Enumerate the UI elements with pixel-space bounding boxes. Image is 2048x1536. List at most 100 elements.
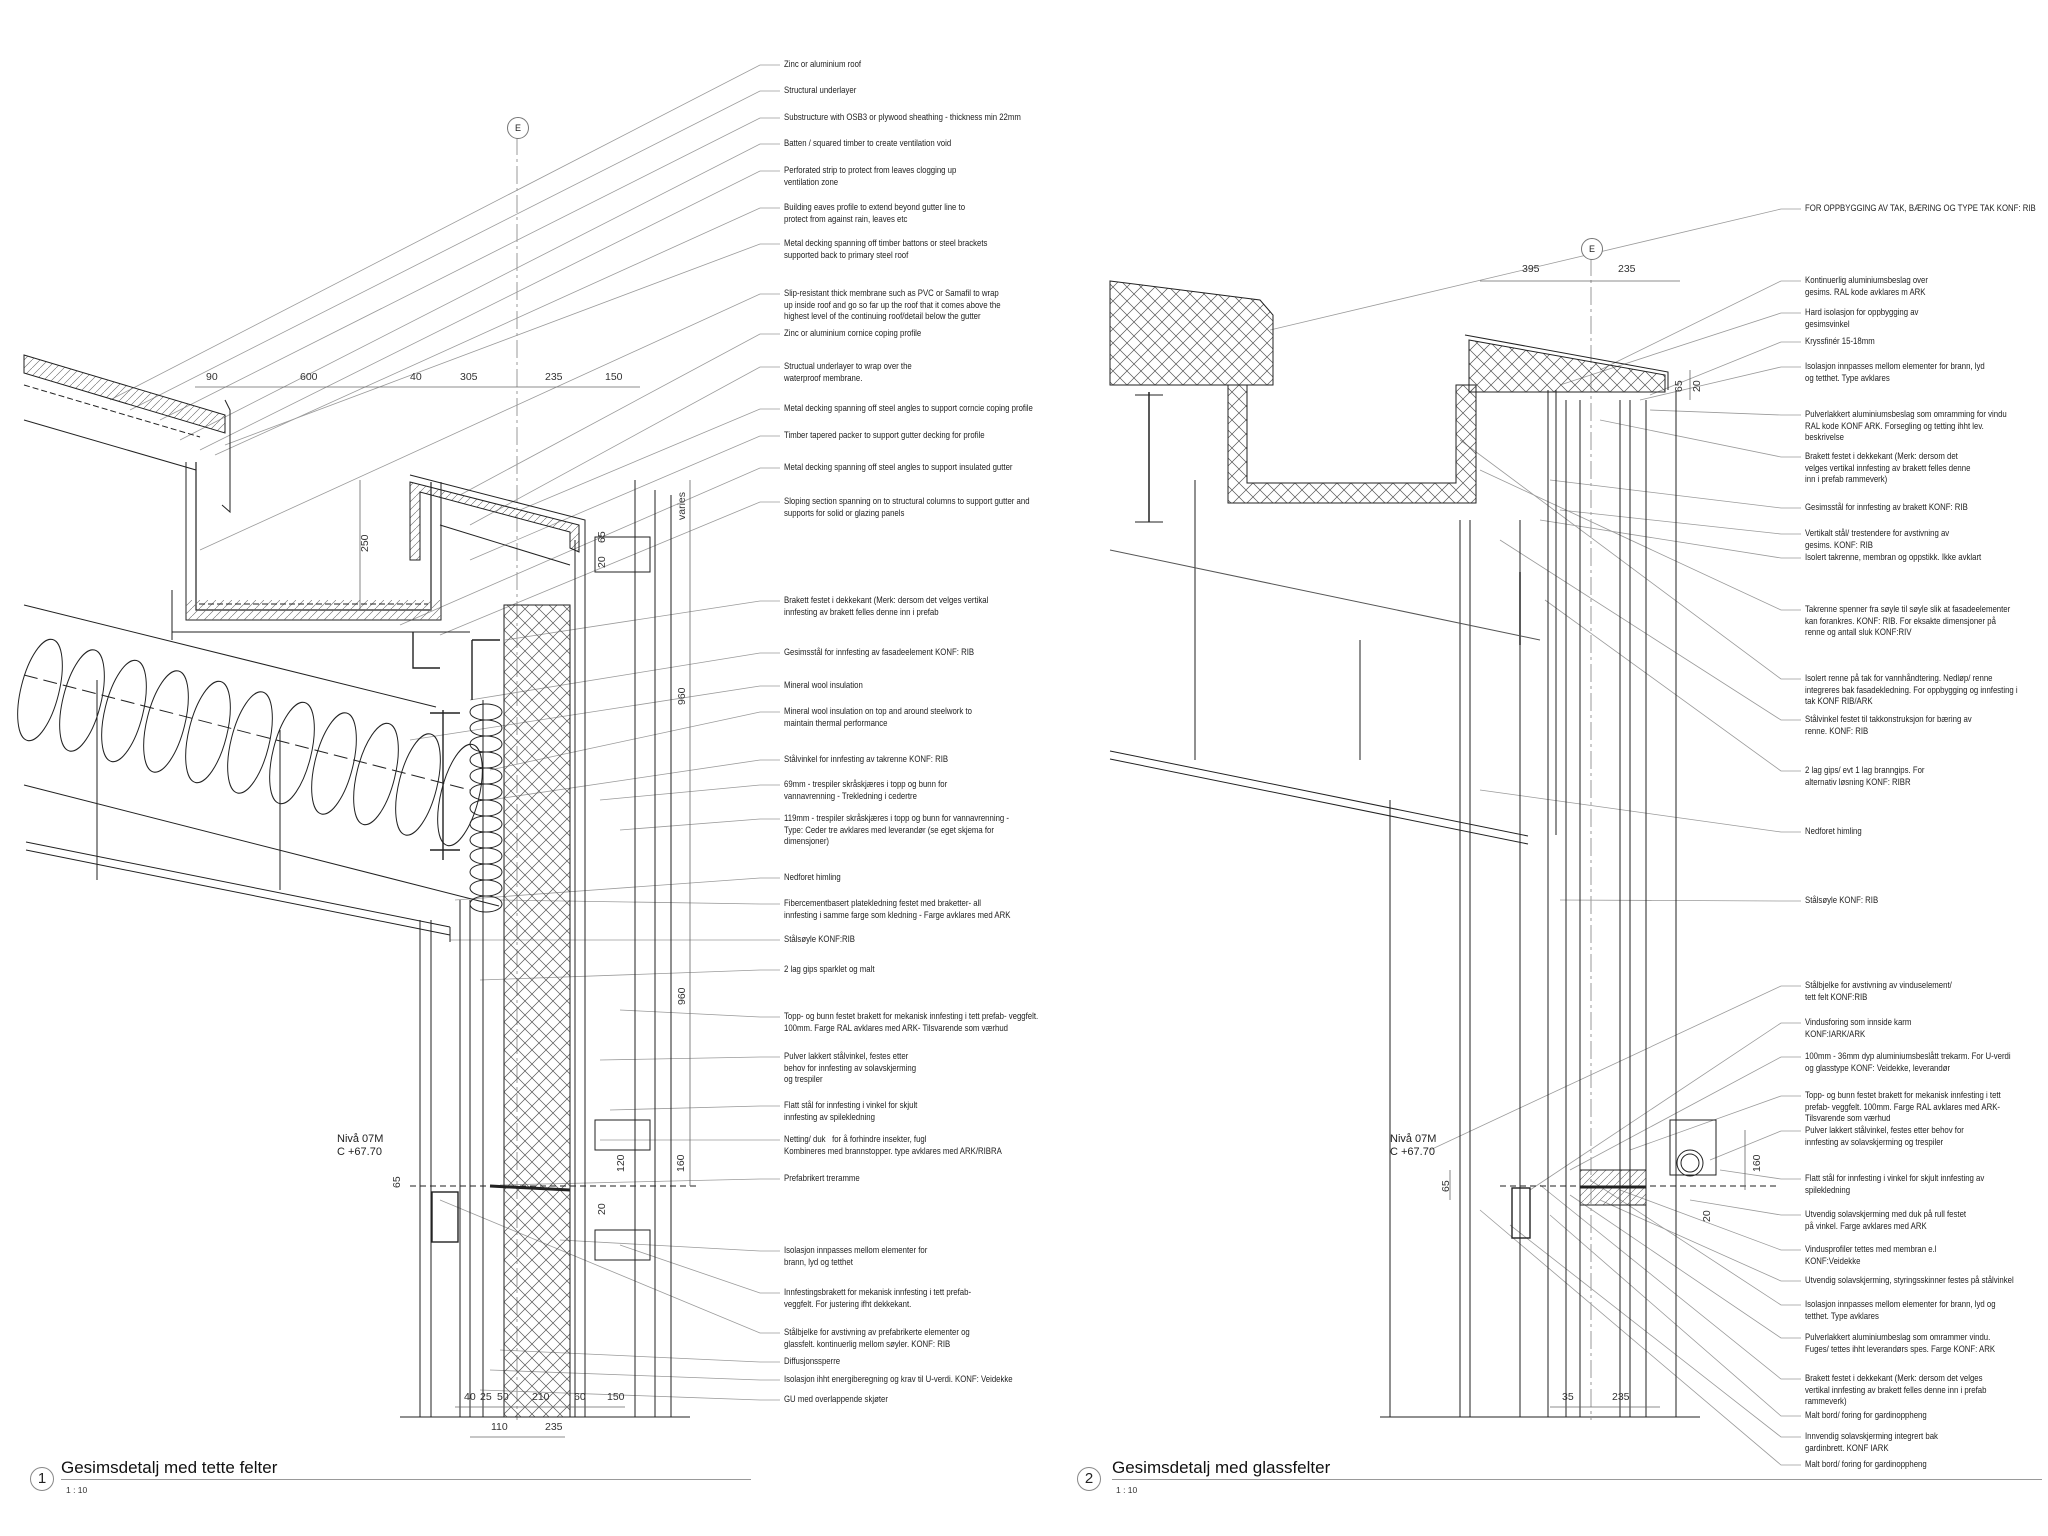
leader-line [1479, 789, 1801, 833]
annotation-label: Prefabrikert treramme [784, 1173, 860, 1184]
dim-top-3: 40 [410, 371, 422, 383]
leader-line [499, 899, 780, 905]
grid-bubble-e: E [507, 117, 529, 139]
dim-960-b: 960 [676, 987, 688, 1005]
dim-bottom-4: 210 [532, 1391, 550, 1403]
annotation-label: Isolert renne på tak for vannhåndtering.… [1805, 673, 2018, 707]
leader-line [489, 759, 780, 801]
leader-line [469, 435, 780, 561]
insulation-loop [469, 735, 503, 753]
dim-20: 20 [596, 556, 608, 568]
parapet-flashing [1464, 334, 1669, 390]
detail-1-drawing [17, 137, 700, 1438]
annotation-label: 2 lag gips/ evt 1 lag branngips. For alt… [1805, 765, 1925, 788]
wall-layers [96, 480, 700, 1418]
insulation-loop [395, 733, 441, 836]
leader-line [504, 600, 780, 641]
annotation-label: Utvendig solavskjerming, styringsskinner… [1805, 1275, 2014, 1286]
leader-line [1639, 366, 1801, 401]
dimension-lines-2 [1449, 280, 1746, 1408]
annotation-label: Brakett festet i dekkekant (Merk: dersom… [1805, 451, 1971, 485]
dim-250: 250 [359, 534, 371, 552]
leader-line [1619, 1189, 1801, 1251]
leader-line [479, 1389, 780, 1401]
annotation-label: Innvendig solavskjerming integrert bak g… [1805, 1431, 1938, 1454]
annotation-label: Structural underlayer [784, 85, 857, 96]
leader-line [1649, 409, 1801, 416]
leader-line [459, 333, 780, 496]
annotation-label: Stålsøyle KONF: RIB [1805, 895, 1879, 906]
dim2-65: 65 [1673, 380, 1685, 392]
leader-line [1599, 1199, 1801, 1282]
leader-line [1459, 439, 1801, 680]
dimension-texts-2: 395 235 65 20 65 160 20 35 235 [1440, 263, 1763, 1403]
annotation-label: Zinc or aluminium cornice coping profile [784, 328, 922, 339]
annotation-label: Building eaves profile to extend beyond … [784, 202, 966, 225]
gutter [171, 462, 470, 640]
leader-line [199, 293, 780, 551]
leader-line [159, 117, 780, 421]
dim-120: 120 [615, 1154, 627, 1172]
leader-line [1549, 479, 1801, 509]
leader-line [1649, 341, 1801, 396]
detail-2-drawing [1109, 258, 1780, 1420]
leader-line [1529, 1022, 1801, 1191]
annotation-label: Metal decking spanning off steel angles … [784, 462, 1013, 473]
annotation-label: Timber tapered packer to support gutter … [784, 430, 985, 441]
annotation-label: Kryssfinér 15-18mm [1805, 336, 1875, 347]
leader-line [1569, 1056, 1801, 1171]
insulation-loop [469, 767, 503, 785]
insulation-loop [353, 722, 399, 826]
leader-line [214, 207, 780, 456]
annotation-label: Vertikalt stål/ trestendere for avstivni… [1805, 528, 1950, 551]
leader-line [199, 170, 780, 451]
annotation-label: Isolasjon innpasses mellom elementer for… [1805, 1299, 1996, 1322]
leader-line [1549, 1214, 1801, 1417]
annotation-label: Gesimsstål for innfesting av brakett KON… [1805, 502, 1968, 513]
annotation-label: Substructure with OSB3 or plywood sheath… [784, 112, 1021, 123]
dim-bottom-5: 60 [574, 1391, 586, 1403]
leader-line [1509, 1224, 1801, 1438]
dim-160: 160 [675, 1154, 687, 1172]
annotation-label: Perforated strip to protect from leaves … [784, 165, 957, 188]
insulation-loop [59, 649, 105, 752]
annotation-label: Structual underlayer to wrap over the wa… [784, 361, 912, 384]
leader-line [224, 243, 780, 446]
detail-title-1: Gesimsdetalj med tette felter [61, 1458, 278, 1477]
leader-line [1539, 1184, 1801, 1380]
annotation-label: Stålbjelke for avstivning av prefabriker… [784, 1327, 970, 1350]
roof-block [1109, 280, 1274, 386]
dimension-texts-1: 90 600 40 305 235 150 250 20 65 varies 9… [206, 371, 688, 1433]
dim2-bottom-2: 235 [1612, 1391, 1630, 1403]
insulation-loop [469, 799, 503, 817]
annotation-label: Metal decking spanning off steel angles … [784, 403, 1033, 414]
annotation-label: Stålvinkel for innfesting av takrenne KO… [784, 754, 949, 765]
level-name: Nivå 07M [1390, 1133, 1437, 1145]
annotation-label: 2 lag gips sparklet og malt [784, 964, 875, 975]
level-marker-2: Nivå 07M C +67.70 [1390, 1133, 1436, 1159]
dim2-20-b: 20 [1701, 1210, 1713, 1222]
dim-top-1: 90 [206, 371, 218, 383]
annotation-label: 100mm - 36mm dyp aluminiumsbeslått treka… [1805, 1051, 2011, 1074]
leader-line [1629, 1095, 1801, 1151]
annotation-label: Sloping section spanning on to structura… [784, 496, 1030, 519]
roof-build-up [23, 354, 231, 514]
annotation-label: 119mm - trespiler skråskjæres i topp og … [784, 813, 1010, 847]
dim-top-6: 150 [605, 371, 623, 383]
leader-line [1269, 208, 1801, 331]
annotation-label: Topp- og bunn festet brakett for mekanis… [784, 1011, 1039, 1034]
dim-bottom-3: 50 [497, 1391, 509, 1403]
insulation-loop [469, 847, 503, 865]
dim-bottom-1: 40 [464, 1391, 476, 1403]
insulation-loop [469, 815, 503, 833]
leader-line [179, 143, 780, 441]
annotation-label: Mineral wool insulation [784, 680, 863, 691]
detail-scale-1: 1 : 10 [66, 1485, 88, 1495]
level-value: C +67.70 [337, 1146, 382, 1158]
dim-top-5: 235 [545, 371, 563, 383]
leader-line [1709, 1130, 1801, 1161]
dim-bottom-6: 150 [607, 1391, 625, 1403]
annotation-label: Slip-resistant thick membrane such as PV… [784, 288, 1001, 322]
insulation-loop [311, 712, 357, 815]
